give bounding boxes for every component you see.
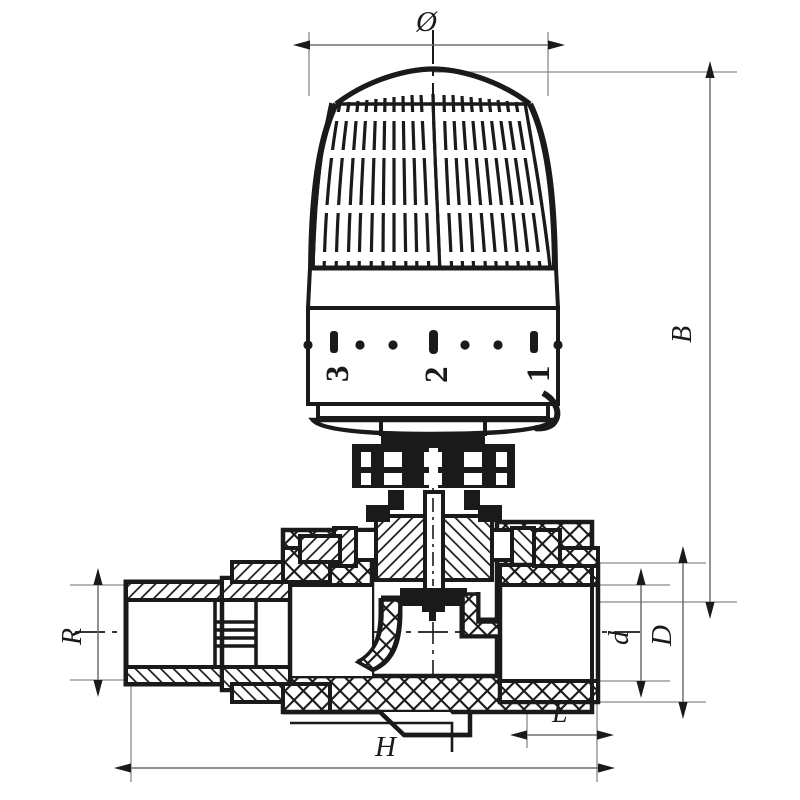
scale-mark-2: 2: [419, 366, 455, 384]
thermostat-knob: [306, 66, 560, 406]
dimension-lines: [93, 40, 715, 773]
valve-stem: [423, 490, 445, 594]
scale-mark-1: 1: [521, 365, 557, 383]
dim-label-b: B: [667, 325, 698, 343]
dim-label-l: L: [552, 698, 568, 729]
dim-label-r: R: [57, 627, 88, 645]
dim-label-h: H: [375, 731, 396, 763]
scale-band: [306, 306, 560, 406]
dim-label-d-small: d: [604, 631, 635, 645]
dim-label-d-large: D: [646, 625, 678, 646]
scale-mark-3: 3: [320, 365, 356, 383]
knob-top-arc: [334, 66, 532, 107]
knurled-collar-nut: [352, 420, 515, 488]
dim-h-leader: [290, 721, 454, 752]
left-port-union: [123, 534, 342, 714]
valve-plug: [400, 588, 467, 612]
side-release-lever: [534, 390, 561, 432]
scale-marks: [303, 330, 563, 354]
dim-label-diameter: Ø: [416, 6, 437, 38]
right-port-socket: [497, 562, 601, 705]
